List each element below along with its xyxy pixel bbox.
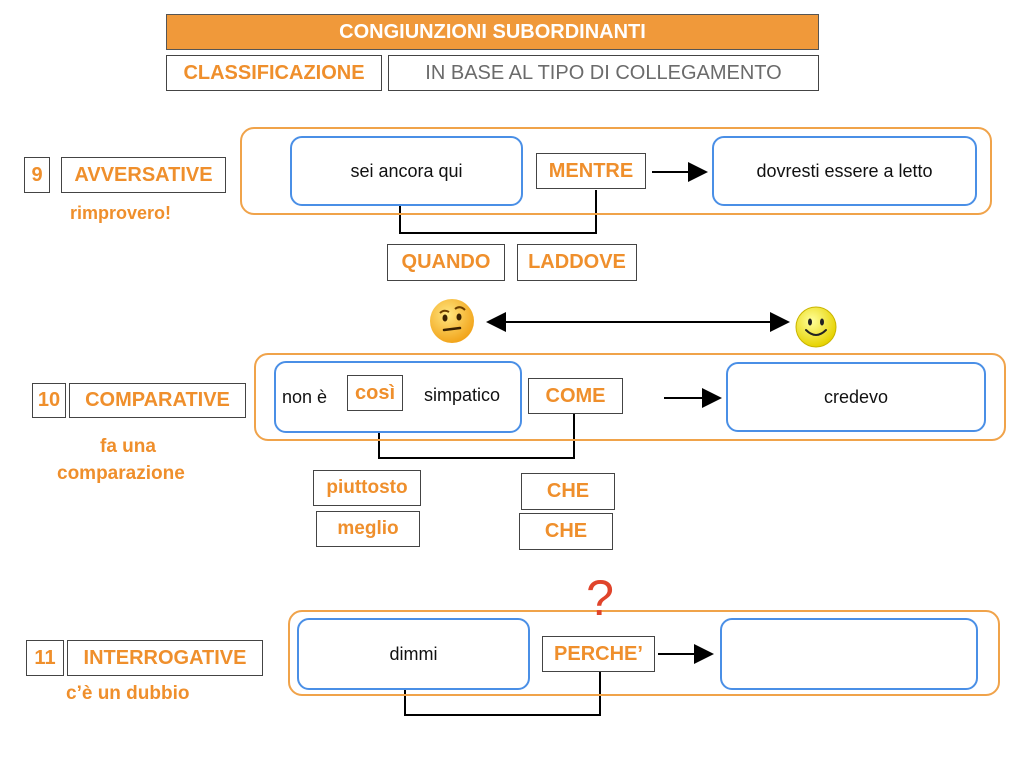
comparative-clause-post: simpatico bbox=[424, 385, 501, 405]
comparative-conjunction: COME bbox=[528, 378, 623, 414]
comparative-bracket bbox=[378, 414, 575, 459]
classification-label: CLASSIFICAZIONE bbox=[166, 55, 382, 91]
interrogative-note: c’è un dubbio bbox=[66, 683, 190, 704]
alternative-conjunction: QUANDO bbox=[387, 244, 505, 281]
avversative-label: AVVERSATIVE bbox=[61, 157, 226, 193]
adverb-alternative: piuttosto bbox=[313, 470, 421, 506]
avversative-conjunction: MENTRE bbox=[536, 153, 646, 189]
interrogative-conjunction: PERCHE’ bbox=[542, 636, 655, 672]
conjunction-alternative: CHE bbox=[519, 513, 613, 550]
main-title: CONGIUNZIONI SUBORDINANTI bbox=[166, 14, 819, 50]
thinking-face-icon bbox=[428, 297, 476, 345]
adverb-alternative: meglio bbox=[316, 511, 420, 547]
smiley-face-icon bbox=[794, 305, 838, 349]
comparative-label: COMPARATIVE bbox=[69, 383, 246, 418]
avversative-number: 9 bbox=[24, 157, 50, 193]
interrogative-group bbox=[288, 610, 1000, 696]
criterion-label: IN BASE AL TIPO DI COLLEGAMENTO bbox=[388, 55, 819, 91]
avversative-main-clause: sei ancora qui bbox=[290, 136, 523, 206]
alternative-conjunction: LADDOVE bbox=[517, 244, 637, 281]
avversative-note: rimprovero! bbox=[70, 203, 172, 223]
comparative-adverb: così bbox=[347, 375, 403, 411]
comparative-number: 10 bbox=[32, 383, 66, 418]
comparative-clause-pre: non è bbox=[282, 387, 328, 407]
conjunction-alternative: CHE bbox=[521, 473, 615, 510]
avversative-group bbox=[240, 127, 992, 215]
interrogative-sub-clause bbox=[720, 618, 978, 690]
question-mark-icon: ? bbox=[586, 570, 614, 626]
comparative-sub-clause: credevo bbox=[726, 362, 986, 432]
comparative-group bbox=[254, 353, 1006, 441]
interrogative-number: 11 bbox=[26, 640, 64, 676]
interrogative-main-clause: dimmi bbox=[297, 618, 530, 690]
comparative-note-line2: comparazione bbox=[57, 463, 185, 484]
interrogative-label: INTERROGATIVE bbox=[67, 640, 263, 676]
comparative-note-line1: fa una bbox=[100, 436, 156, 457]
avversative-sub-clause: dovresti essere a letto bbox=[712, 136, 977, 206]
